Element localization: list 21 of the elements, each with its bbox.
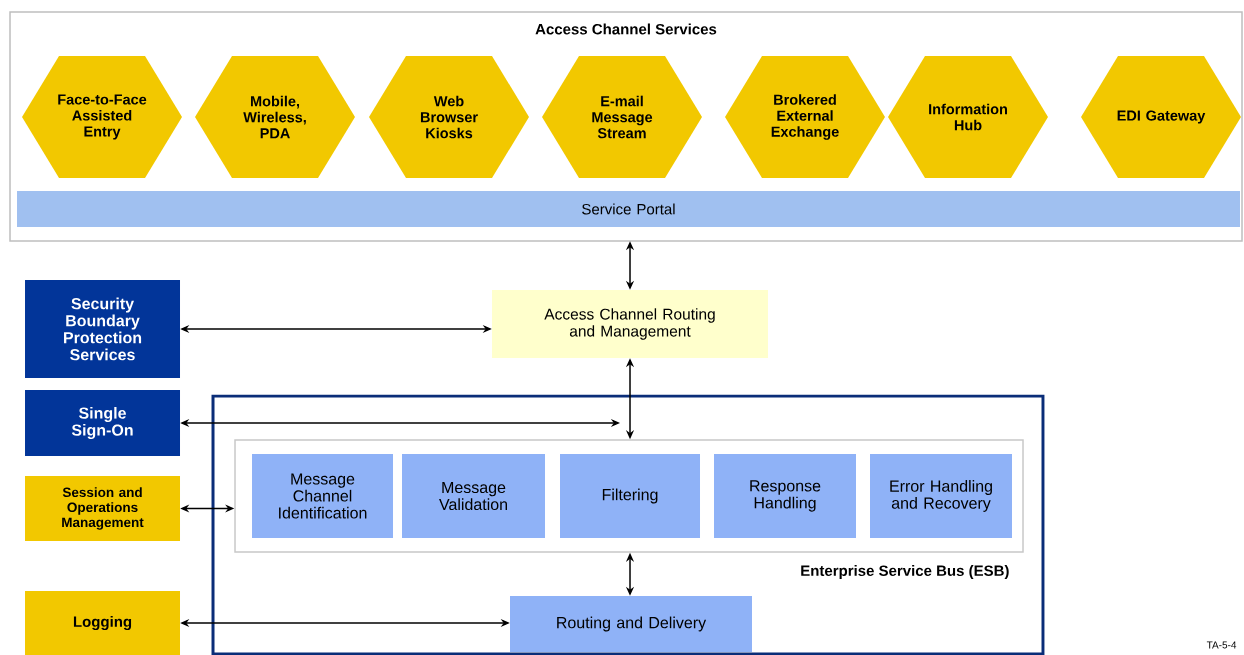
process-box: Access Channel Routing and Management — [492, 290, 768, 358]
function-box: Routing and Delivery — [510, 596, 752, 652]
hexagon: Information Hub — [888, 56, 1048, 178]
function-box: Filtering — [560, 454, 700, 538]
service-box: Security Boundary Protection Services — [25, 280, 180, 378]
function-box: Error Handling and Recovery — [870, 454, 1012, 538]
function-box: Response Handling — [714, 454, 856, 538]
hexagon: Face-to-Face Assisted Entry — [22, 56, 182, 178]
portal-bar: Service Portal — [17, 191, 1240, 227]
hexagon: Mobile, Wireless, PDA — [195, 56, 355, 178]
figure-id: TA-5-4 — [1206, 641, 1237, 649]
hexagon: Web Browser Kiosks — [369, 56, 529, 178]
service-box: Single Sign-On — [25, 390, 180, 456]
function-box: Message Channel Identification — [252, 454, 393, 538]
group-box — [234, 439, 1024, 553]
function-box: Message Validation — [402, 454, 545, 538]
service-box: Logging — [25, 591, 180, 655]
hexagon: E-mail Message Stream — [542, 56, 702, 178]
service-box: Session and Operations Management — [25, 476, 180, 541]
hexagon: EDI Gateway — [1081, 56, 1241, 178]
hexagon: Brokered External Exchange — [725, 56, 885, 178]
